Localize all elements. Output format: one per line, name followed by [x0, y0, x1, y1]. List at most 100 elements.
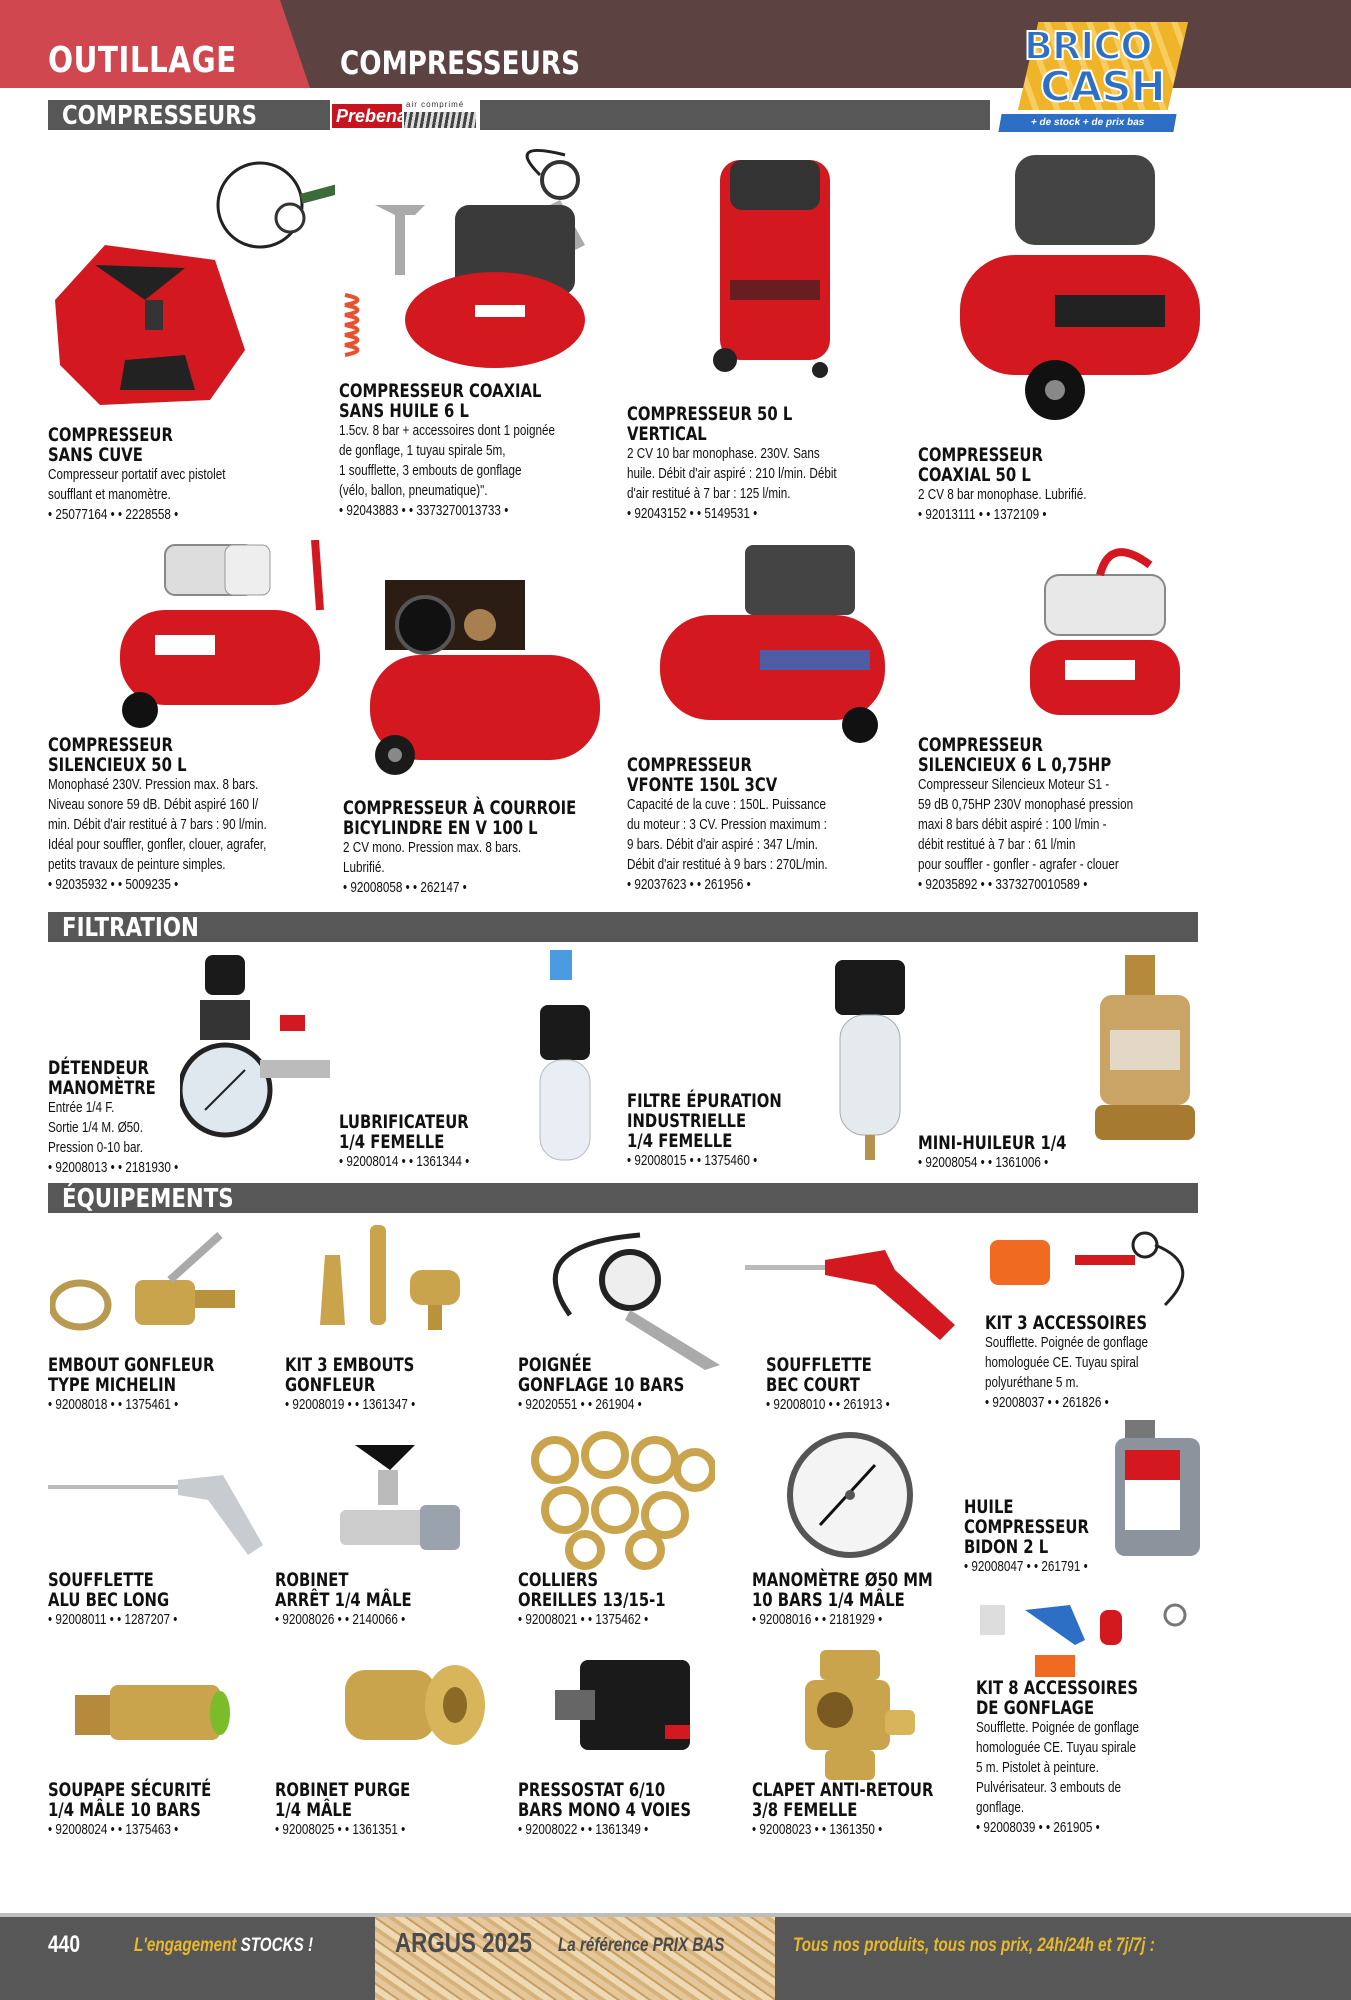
- product-embout-gonfleur[interactable]: EMBOUT GONFLEUR TYPE MICHELIN • 92008018…: [48, 1355, 248, 1415]
- product-reference: • 92008054 • • 1361006 •: [918, 1154, 1049, 1171]
- brand-logo: Prebena air comprimé: [330, 100, 480, 130]
- product-reference: • 92037623 • • 261956 •: [627, 876, 751, 893]
- mini-oiler-image: [1095, 955, 1195, 1140]
- subcategory-title: COMPRESSEURS: [340, 44, 580, 82]
- shut-off-valve-image: [340, 1445, 460, 1550]
- product-name: CLAPET ANTI-RETOUR 3/8 FEMELLE: [752, 1779, 934, 1821]
- product-description: Compresseur portatif avec pistolet souff…: [48, 466, 226, 503]
- product-compresseur-silencieux-6l[interactable]: COMPRESSEUR SILENCIEUX 6 L 0,75HP Compre…: [918, 735, 1208, 895]
- product-name: KIT 8 ACCESSOIRES DE GONFLAGE: [976, 1677, 1139, 1719]
- pressure-gauge-image: [787, 1432, 913, 1558]
- section-title: COMPRESSEURS: [62, 101, 257, 131]
- product-name: COMPRESSEUR COAXIAL SANS HUILE 6 L: [339, 380, 542, 422]
- silent-6l-compressor-image: [1030, 548, 1180, 715]
- logo-line1: BRICO: [1023, 23, 1154, 69]
- product-soufflette-alu[interactable]: SOUFFLETTE ALU BEC LONG • 92008011 • • 1…: [48, 1570, 248, 1630]
- michelin-inflator-tip-image: [50, 1232, 235, 1331]
- product-pressostat[interactable]: PRESSOSTAT 6/10 BARS MONO 4 VOIES • 9200…: [518, 1780, 738, 1840]
- product-colliers-oreilles[interactable]: COLLIERS OREILLES 13/15-1 • 92008021 • •…: [518, 1570, 718, 1630]
- product-reference: • 92008015 • • 1375460 •: [627, 1152, 758, 1169]
- regulator-gauge-image: [180, 955, 330, 1138]
- product-name: COMPRESSEUR VFONTE 150L 3CV: [627, 754, 778, 796]
- product-compresseur-sans-cuve[interactable]: COMPRESSEUR SANS CUVE Compresseur portat…: [48, 425, 308, 525]
- product-robinet-purge[interactable]: ROBINET PURGE 1/4 MÂLE • 92008025 • • 13…: [275, 1780, 475, 1840]
- product-filtre-epuration[interactable]: FILTRE ÉPURATION INDUSTRIELLE 1/4 FEMELL…: [627, 1091, 837, 1171]
- 3-accessories-kit-image: [990, 1231, 1185, 1307]
- product-kit-3-accessoires[interactable]: KIT 3 ACCESSOIRES Soufflette. Poignée de…: [985, 1313, 1205, 1413]
- inflator-tips-kit-image: [320, 1225, 460, 1330]
- product-description: Soufflette. Poignée de gonflage homologu…: [976, 1719, 1140, 1816]
- product-description: Soufflette. Poignée de gonflage homologu…: [985, 1334, 1149, 1391]
- filter-image: [835, 960, 905, 1160]
- product-reference: • 92035892 • • 3373270010589 •: [918, 876, 1088, 893]
- hose-clamps-image: [531, 1431, 715, 1570]
- product-reference: • 92008018 • • 1375461 •: [48, 1396, 179, 1413]
- product-description: Monophasé 230V. Pression max. 8 bars. Ni…: [48, 776, 267, 873]
- product-name: MANOMÈTRE Ø50 MM 10 BARS 1/4 MÂLE: [752, 1569, 933, 1611]
- product-mini-huileur[interactable]: MINI-HUILEUR 1/4 • 92008054 • • 1361006 …: [918, 1133, 1118, 1173]
- product-name: COMPRESSEUR SANS CUVE: [48, 424, 173, 466]
- product-compresseur-courroie-100l[interactable]: COMPRESSEUR À COURROIE BICYLINDRE EN V 1…: [343, 798, 623, 898]
- product-name: SOUFFLETTE ALU BEC LONG: [48, 1569, 170, 1611]
- product-reference: • 92013111 • • 1372109 •: [918, 506, 1047, 523]
- product-compresseur-50l-vertical[interactable]: COMPRESSEUR 50 L VERTICAL 2 CV 10 bar mo…: [627, 404, 907, 524]
- reference-slogan: La référence PRIX BAS: [558, 1935, 725, 1956]
- product-huile-compresseur[interactable]: HUILE COMPRESSEUR BIDON 2 L • 92008047 •…: [964, 1497, 1124, 1577]
- section-title: FILTRATION: [62, 913, 199, 943]
- category-tab: [0, 0, 310, 88]
- argus-title: ARGUS 2025: [395, 1927, 532, 1958]
- product-name: SOUFFLETTE BEC COURT: [766, 1354, 872, 1396]
- drain-valve-image: [345, 1665, 485, 1745]
- product-reference: • 92043883 • • 3373270013733 •: [339, 502, 509, 519]
- product-lubrificateur[interactable]: LUBRIFICATEUR 1/4 FEMELLE • 92008014 • •…: [339, 1112, 539, 1172]
- category-title: OUTILLAGE: [48, 40, 237, 81]
- product-reference: • 92008014 • • 1361344 •: [339, 1153, 470, 1170]
- product-compresseur-coaxial-6l[interactable]: COMPRESSEUR COAXIAL SANS HUILE 6 L 1.5cv…: [339, 381, 619, 521]
- product-reference: • 92008023 • • 1361350 •: [752, 1821, 883, 1838]
- product-name: LUBRIFICATEUR 1/4 FEMELLE: [339, 1111, 469, 1153]
- brand-stripes: [404, 112, 476, 128]
- product-reference: • 92008019 • • 1361347 •: [285, 1396, 416, 1413]
- product-kit-8-accessoires[interactable]: KIT 8 ACCESSOIRES DE GONFLAGE Soufflette…: [976, 1678, 1196, 1838]
- product-compresseur-coaxial-50l[interactable]: COMPRESSEUR COAXIAL 50 L 2 CV 8 bar mono…: [918, 445, 1198, 525]
- product-reference: • 92008016 • • 2181929 •: [752, 1611, 883, 1628]
- product-detendeur-manometre[interactable]: DÉTENDEUR MANOMÈTRE Entrée 1/4 F. Sortie…: [48, 1058, 208, 1178]
- product-poignee-gonflage[interactable]: POIGNÉE GONFLAGE 10 BARS • 92020551 • • …: [518, 1355, 728, 1415]
- coaxial-50l-compressor-image: [960, 155, 1200, 420]
- engagement-text: L'engagement: [134, 1935, 237, 1956]
- product-description: Entrée 1/4 F. Sortie 1/4 M. Ø50. Pressio…: [48, 1099, 143, 1156]
- product-robinet-arret[interactable]: ROBINET ARRÊT 1/4 MÂLE • 92008026 • • 21…: [275, 1570, 475, 1630]
- product-reference: • 92008026 • • 2140066 •: [275, 1611, 406, 1628]
- product-reference: • 92043152 • • 5149531 •: [627, 505, 758, 522]
- product-manometre-50mm[interactable]: MANOMÈTRE Ø50 MM 10 BARS 1/4 MÂLE • 9200…: [752, 1570, 972, 1630]
- coaxial-6l-compressor-image: [344, 149, 585, 368]
- product-compresseur-silencieux-50l[interactable]: COMPRESSEUR SILENCIEUX 50 L Monophasé 23…: [48, 735, 338, 895]
- product-name: EMBOUT GONFLEUR TYPE MICHELIN: [48, 1354, 215, 1396]
- product-soufflette-bec-court[interactable]: SOUFFLETTE BEC COURT • 92008010 • • 2619…: [766, 1355, 966, 1415]
- product-reference: • 92008011 • • 1287207 •: [48, 1611, 178, 1628]
- 8-accessories-kit-image: [980, 1603, 1187, 1677]
- product-name: PRESSOSTAT 6/10 BARS MONO 4 VOIES: [518, 1779, 692, 1821]
- product-clapet-anti-retour[interactable]: CLAPET ANTI-RETOUR 3/8 FEMELLE • 9200802…: [752, 1780, 972, 1840]
- product-kit-3-embouts[interactable]: KIT 3 EMBOUTS GONFLEUR • 92008019 • • 13…: [285, 1355, 485, 1415]
- product-reference: • 92035932 • • 5009235 •: [48, 876, 179, 893]
- product-reference: • 92008021 • • 1375462 •: [518, 1611, 649, 1628]
- product-description: 1.5cv. 8 bar + accessoires dont 1 poigné…: [339, 422, 556, 499]
- section-filtration: FILTRATION: [48, 912, 1198, 943]
- product-name: COMPRESSEUR 50 L VERTICAL: [627, 403, 793, 445]
- logo-tagline: + de stock + de prix bas: [998, 114, 1177, 132]
- product-description: Compresseur Silencieux Moteur S1 - 59 dB…: [918, 776, 1134, 873]
- product-reference: • 25077164 • • 2228558 •: [48, 506, 179, 523]
- product-compresseur-vfonte-150l[interactable]: COMPRESSEUR VFONTE 150L 3CV Capacité de …: [627, 755, 907, 895]
- product-name: COMPRESSEUR COAXIAL 50 L: [918, 444, 1043, 486]
- product-name: POIGNÉE GONFLAGE 10 BARS: [518, 1354, 685, 1396]
- page-number: 440: [48, 1931, 81, 1958]
- vfonte-150l-compressor-image: [660, 545, 885, 743]
- product-reference: • 92008010 • • 261913 •: [766, 1396, 890, 1413]
- product-reference: • 92008047 • • 261791 •: [964, 1558, 1088, 1575]
- product-description: 2 CV mono. Pression max. 8 bars. Lubrifi…: [343, 839, 522, 876]
- product-reference: • 92008058 • • 262147 •: [343, 879, 467, 896]
- product-reference: • 92008037 • • 261826 •: [985, 1394, 1109, 1411]
- product-name: ROBINET ARRÊT 1/4 MÂLE: [275, 1569, 412, 1611]
- product-soupape-securite[interactable]: SOUPAPE SÉCURITÉ 1/4 MÂLE 10 BARS • 9200…: [48, 1780, 258, 1840]
